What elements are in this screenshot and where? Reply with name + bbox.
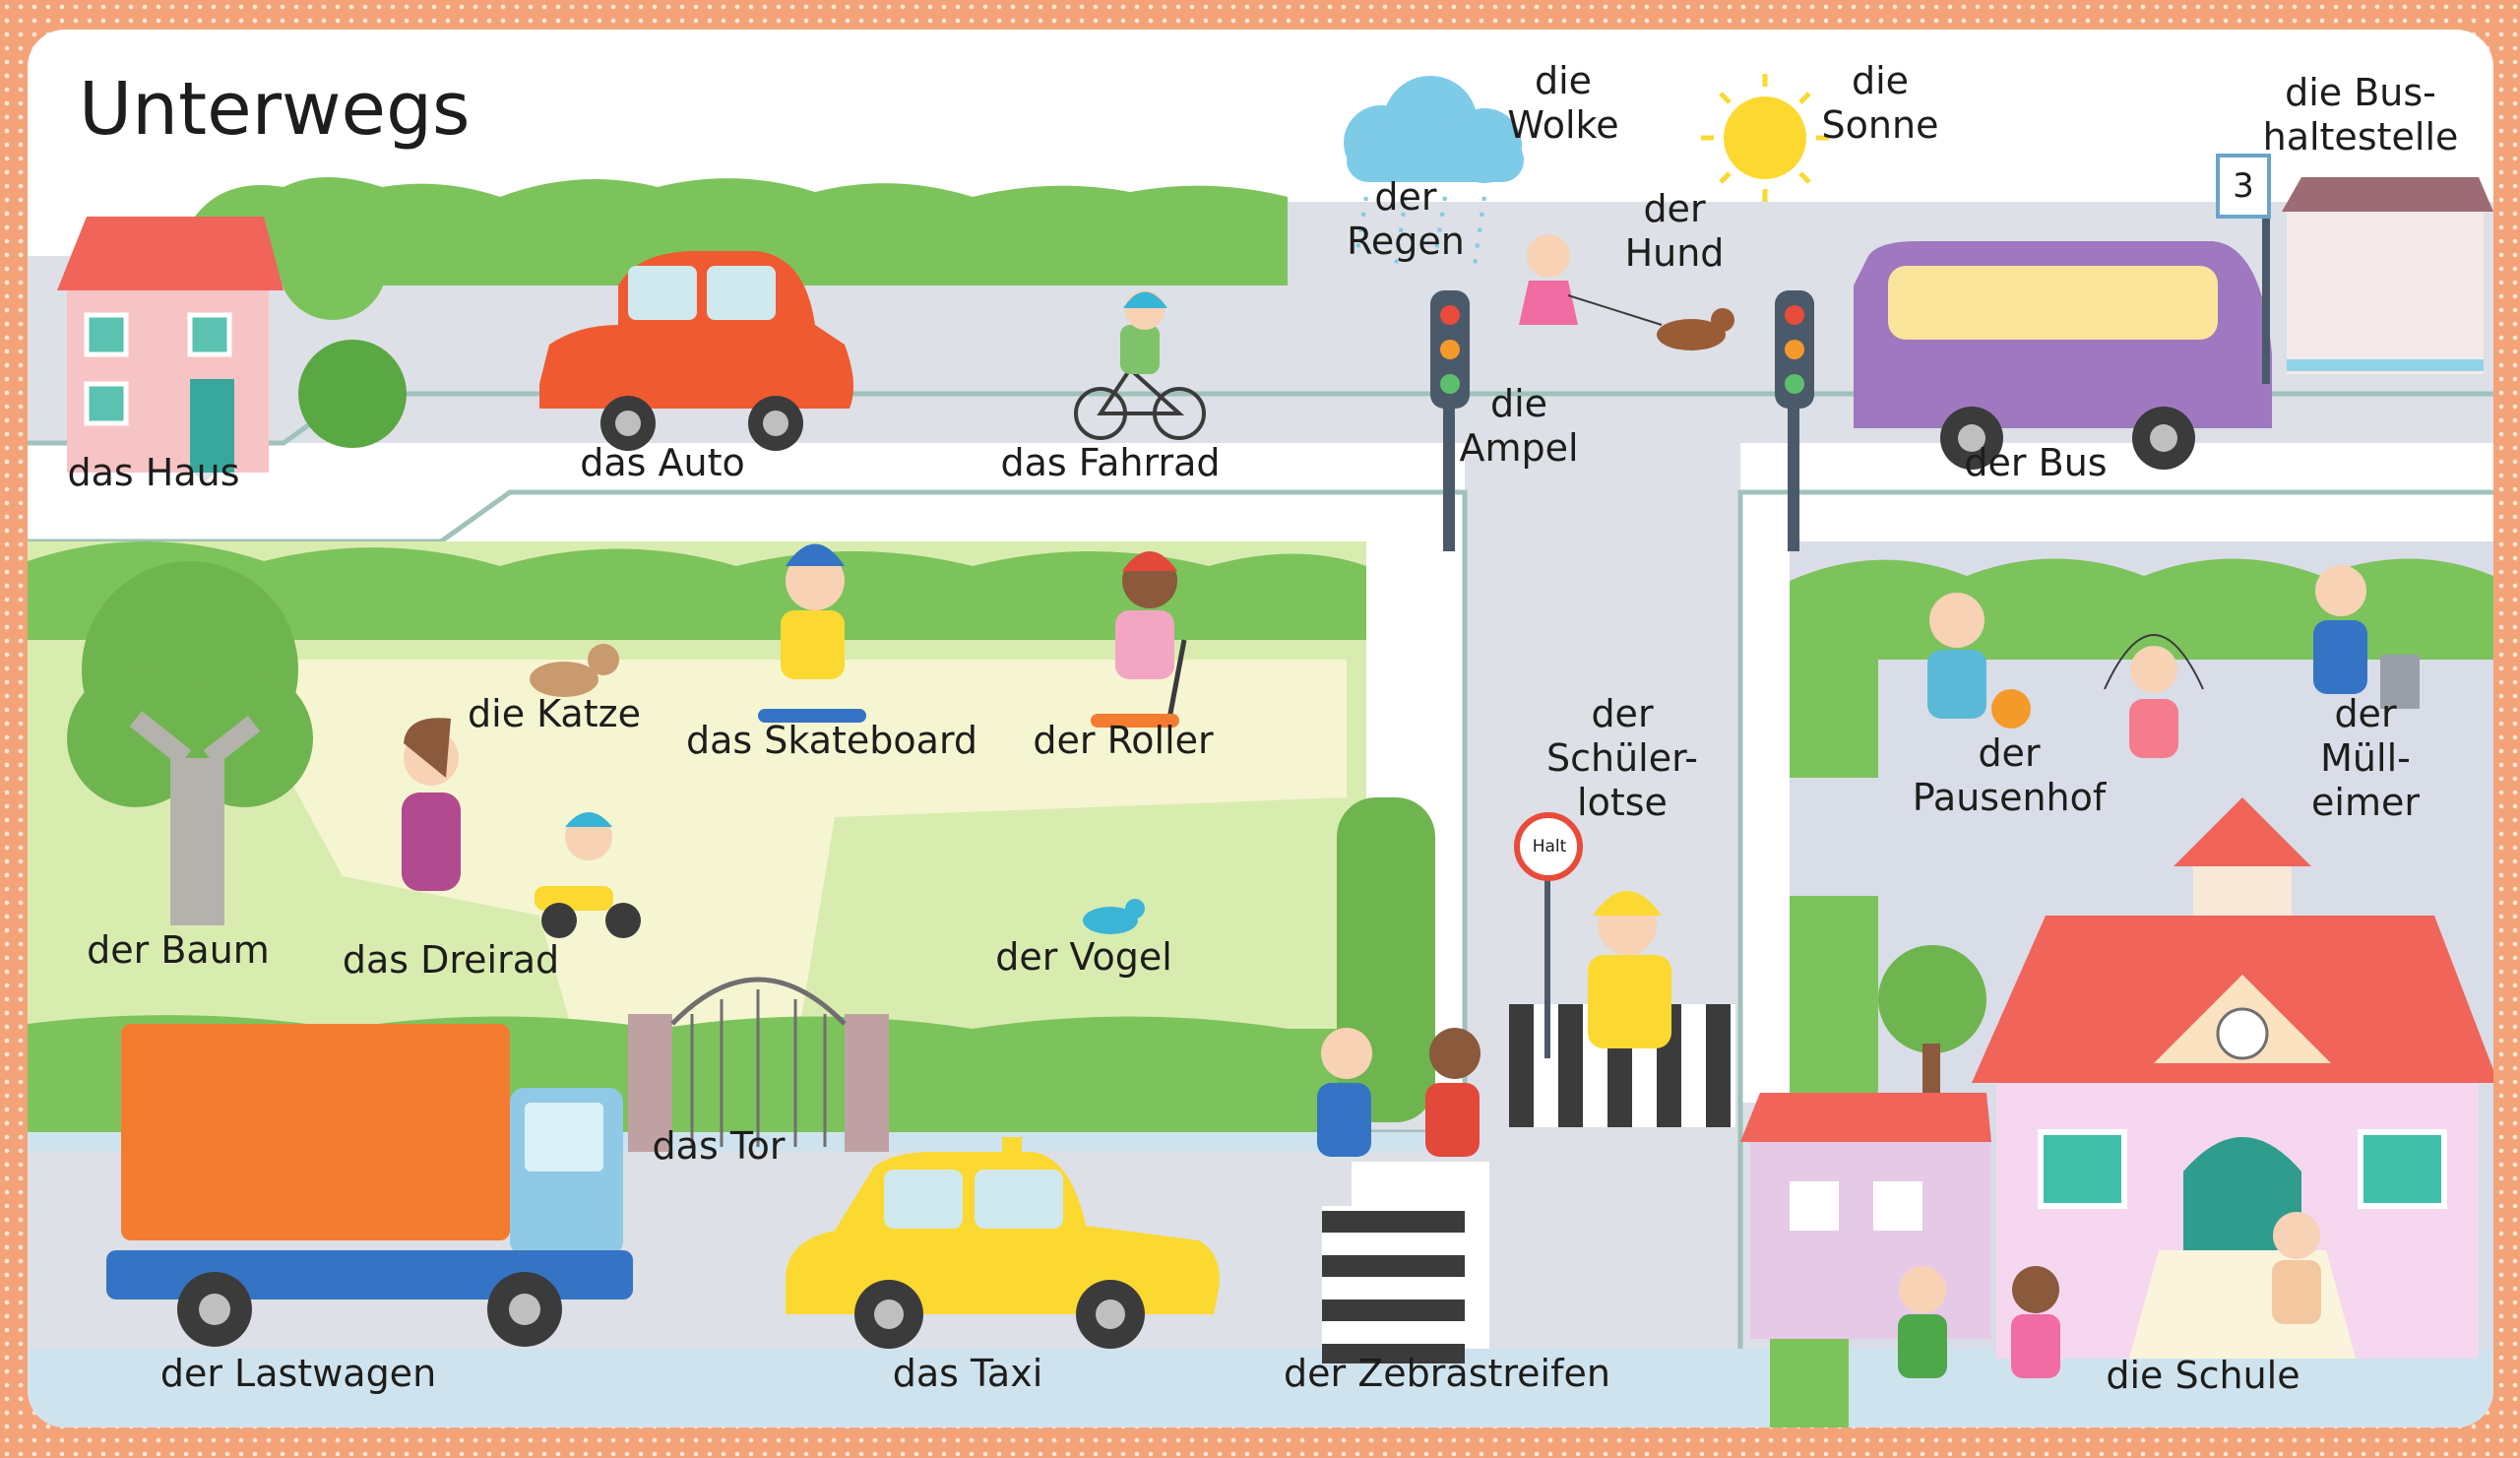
label-hund: der Hund — [1624, 187, 1725, 275]
playground-children — [1927, 565, 2367, 758]
street-scene — [28, 74, 2493, 1427]
taxi — [786, 1137, 1220, 1349]
label-ampel: die Ampel — [1459, 382, 1579, 470]
bird — [1083, 899, 1145, 934]
bus-stop-number: 3 — [2233, 166, 2254, 206]
truck — [106, 1024, 633, 1347]
bus-stop — [2216, 154, 2493, 384]
car — [539, 251, 853, 451]
bus — [1854, 241, 2272, 470]
label-muelleimer: der Müll- eimer — [2311, 692, 2420, 824]
label-lastwagen: der Lastwagen — [159, 1352, 437, 1395]
cloud — [1344, 76, 1524, 183]
label-auto: das Auto — [580, 441, 745, 484]
label-taxi: das Taxi — [892, 1352, 1043, 1395]
school-children — [1898, 1212, 2321, 1378]
label-wolke: die Wolke — [1507, 59, 1619, 147]
label-schuelerlotse: der Schüler- lotse — [1545, 692, 1699, 824]
scooter-child — [1091, 551, 1187, 728]
girl-with-dog — [1519, 234, 1734, 350]
illustration-page: Unterwegs 3 Halt das Haus das Auto das F… — [28, 30, 2493, 1427]
label-regen: der Regen — [1347, 175, 1465, 263]
label-schule: die Schule — [2106, 1354, 2300, 1397]
traffic-light-right — [1775, 290, 1814, 551]
traffic-light-left — [1430, 290, 1470, 551]
rain — [1354, 196, 1486, 267]
gate — [628, 977, 889, 1152]
bicycle — [1074, 290, 1206, 440]
label-roller: der Roller — [1033, 719, 1214, 762]
tree — [67, 561, 313, 925]
hedge-top — [195, 177, 1288, 285]
house — [57, 212, 407, 473]
label-zebrastreifen: der Zebrastreifen — [1284, 1352, 1610, 1395]
halt-sign-text: Halt — [1532, 837, 1567, 856]
label-dreirad: das Dreirad — [342, 938, 560, 982]
school — [1740, 797, 2493, 1359]
page-title: Unterwegs — [79, 67, 471, 152]
sun — [1701, 74, 1829, 202]
label-katze: die Katze — [468, 692, 641, 735]
label-bus: der Bus — [1964, 441, 2108, 484]
rubbish-bin — [2380, 655, 2420, 709]
label-baum: der Baum — [87, 928, 270, 972]
label-vogel: der Vogel — [995, 935, 1172, 979]
label-fahrrad: das Fahrrad — [1000, 441, 1221, 484]
label-sonne: die Sonne — [1821, 59, 1939, 147]
walking-children — [1317, 1028, 1480, 1157]
label-haus: das Haus — [67, 451, 240, 494]
skateboard-child — [758, 543, 866, 723]
label-pausenhof: der Pausenhof — [1912, 731, 2107, 819]
crossing-guard — [1514, 812, 1671, 1058]
woman-and-tricycle — [402, 718, 641, 938]
label-skateboard: das Skateboard — [685, 719, 978, 762]
label-tor: das Tor — [652, 1124, 786, 1168]
crosswalk-lower — [1322, 1206, 1465, 1363]
cat — [530, 644, 619, 697]
label-bushaltestelle: die Bus- haltestelle — [2262, 71, 2459, 158]
